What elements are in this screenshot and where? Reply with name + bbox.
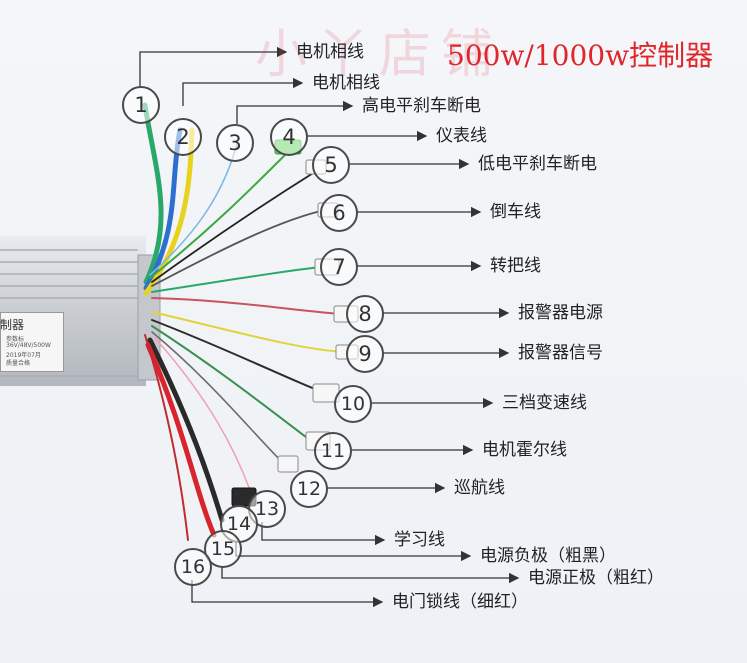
callout-label-7: 转把线 — [490, 256, 541, 276]
callout-label-16: 电门锁线（细红） — [392, 592, 528, 612]
callout-number-15: 15 — [204, 530, 242, 568]
callout-number-5: 5 — [312, 146, 350, 184]
callout-label-2: 电机相线 — [312, 73, 380, 93]
callout-label-3: 高电平刹车断电 — [362, 96, 481, 116]
diagram-title: 500w/1000w控制器 — [447, 39, 714, 72]
callout-label-5: 低电平刹车断电 — [478, 154, 597, 174]
callout-label-1: 电机相线 — [296, 42, 364, 62]
callout-number-10: 10 — [334, 385, 372, 423]
callout-label-11: 电机霍尔线 — [482, 440, 567, 460]
nameplate-line: 36V/48V/500W — [6, 342, 51, 349]
callout-number-7: 7 — [320, 248, 358, 286]
callout-number-2: 2 — [164, 118, 202, 156]
callout-number-6: 6 — [320, 194, 358, 232]
callout-number-16: 16 — [174, 548, 212, 586]
watermark: 小丫店铺 — [255, 25, 504, 85]
callout-label-15: 电源正极（粗红） — [528, 568, 664, 588]
callout-number-11: 11 — [314, 432, 352, 470]
nameplate-title: 制器 — [0, 318, 25, 332]
callout-number-3: 3 — [216, 124, 254, 162]
nameplate — [0, 312, 64, 372]
callout-label-13: 学习线 — [394, 530, 445, 550]
nameplate-line: 参数标 — [6, 336, 25, 343]
callout-number-4: 4 — [270, 118, 308, 156]
callout-number-8: 8 — [346, 295, 384, 333]
callout-label-10: 三档变速线 — [502, 393, 587, 413]
callout-label-14: 电源负极（粗黑） — [480, 546, 616, 566]
callout-label-4: 仪表线 — [436, 126, 487, 146]
callout-label-6: 倒车线 — [490, 202, 541, 222]
callout-label-9: 报警器信号 — [518, 343, 603, 363]
nameplate-line: 2019年07月 — [6, 352, 41, 359]
callout-number-1: 1 — [122, 86, 160, 124]
callout-number-12: 12 — [290, 470, 328, 508]
callout-number-9: 9 — [346, 335, 384, 373]
nameplate-line: 质量合格 — [6, 360, 31, 367]
callout-label-8: 报警器电源 — [518, 303, 603, 323]
callout-label-12: 巡航线 — [454, 478, 505, 498]
